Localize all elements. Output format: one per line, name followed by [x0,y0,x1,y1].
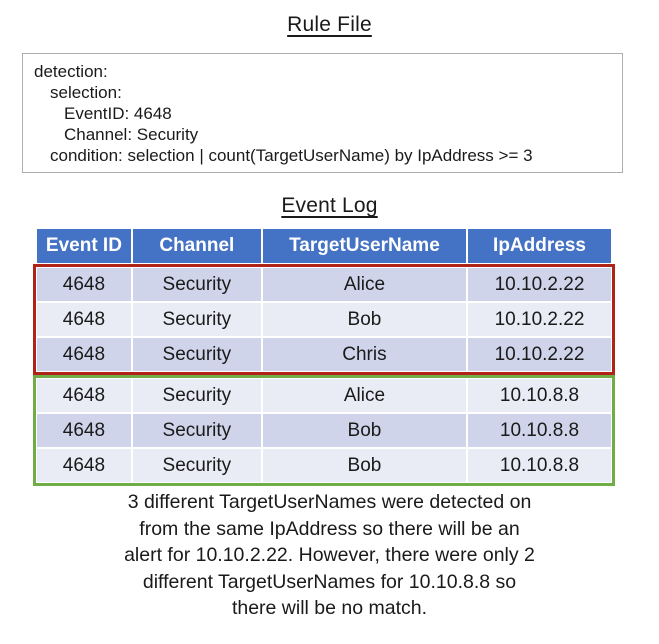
explanation-line: alert for 10.10.2.22. However, there wer… [124,544,535,566]
explanation-line: there will be no match. [231,597,428,619]
explanation-line: 3 different TargetUserNames were detecte… [127,491,532,513]
cell-channel: Security [133,303,263,336]
cell-channel: Security [133,379,263,412]
cell-event-id: 4648 [37,338,133,371]
rule-file-box: detection: selection: EventID: 4648 Chan… [22,53,623,173]
cell-ipaddress: 10.10.2.22 [494,273,585,295]
event-log-title: Event Log [0,194,659,218]
explanation-line: from the same IpAddress so there will be… [139,517,520,540]
cell-ipaddress: 10.10.2.22 [494,343,585,365]
table-row: 4648 Security Chris 10.10.2.22 [37,338,611,371]
cell-channel: Security [133,268,263,301]
cell-ipaddress: 10.10.8.8 [499,384,580,406]
rule-line-selection: selection: [50,83,122,102]
rule-file-title-text: Rule File [287,13,372,36]
cell-username: Chris [263,338,469,371]
table-header-row: Event ID Channel TargetUserName IpAddres… [37,229,611,263]
event-log-table: Event ID Channel TargetUserName IpAddres… [33,229,615,486]
rule-line-channel: Channel: Security [64,125,199,144]
cell-event-id: 4648 [37,379,133,412]
cell-event-id: 4648 [37,449,133,482]
table-row: 4648 Security Bob 10.10.2.22 [37,303,611,338]
cell-ipaddress: 10.10.8.8 [499,454,580,476]
cell-username: Alice [263,379,469,412]
cell-event-id: 4648 [37,303,133,336]
cell-event-id: 4648 [37,414,133,447]
event-log-title-text: Event Log [281,194,378,217]
column-header-ipaddress: IpAddress [468,229,611,263]
rule-line-eventid: EventID: 4648 [64,104,172,123]
column-header-event-id: Event ID [37,229,133,263]
column-header-targetusername: TargetUserName [262,229,469,263]
table-row: 4648 Security Alice 10.10.2.22 [37,268,611,303]
column-header-channel: Channel [132,229,263,263]
explanation-line: different TargetUserNames for 10.10.8.8 … [142,570,517,593]
cell-event-id: 4648 [37,268,133,301]
cell-username: Alice [263,268,469,301]
cell-channel: Security [133,414,263,447]
cell-username: Bob [263,303,469,336]
explanation-text: 3 different TargetUserNames were detecte… [0,489,659,622]
alert-highlight-box-red: 4648 Security Alice 10.10.2.22 4648 Secu… [33,264,615,375]
cell-ipaddress: 10.10.2.22 [494,308,585,330]
cell-channel: Security [133,449,263,482]
table-row: 4648 Security Alice 10.10.8.8 [37,379,611,414]
rule-line-detection: detection: [34,62,108,81]
cell-username: Bob [263,414,469,447]
table-row: 4648 Security Bob 10.10.8.8 [37,414,611,449]
rule-file-title: Rule File [0,13,659,37]
no-match-highlight-box-green: 4648 Security Alice 10.10.8.8 4648 Secur… [33,375,615,486]
rule-line-condition: condition: selection | count(TargetUserN… [50,146,533,165]
cell-ipaddress: 10.10.8.8 [499,419,580,441]
table-row: 4648 Security Bob 10.10.8.8 [37,449,611,482]
cell-username: Bob [263,449,469,482]
cell-channel: Security [133,338,263,371]
